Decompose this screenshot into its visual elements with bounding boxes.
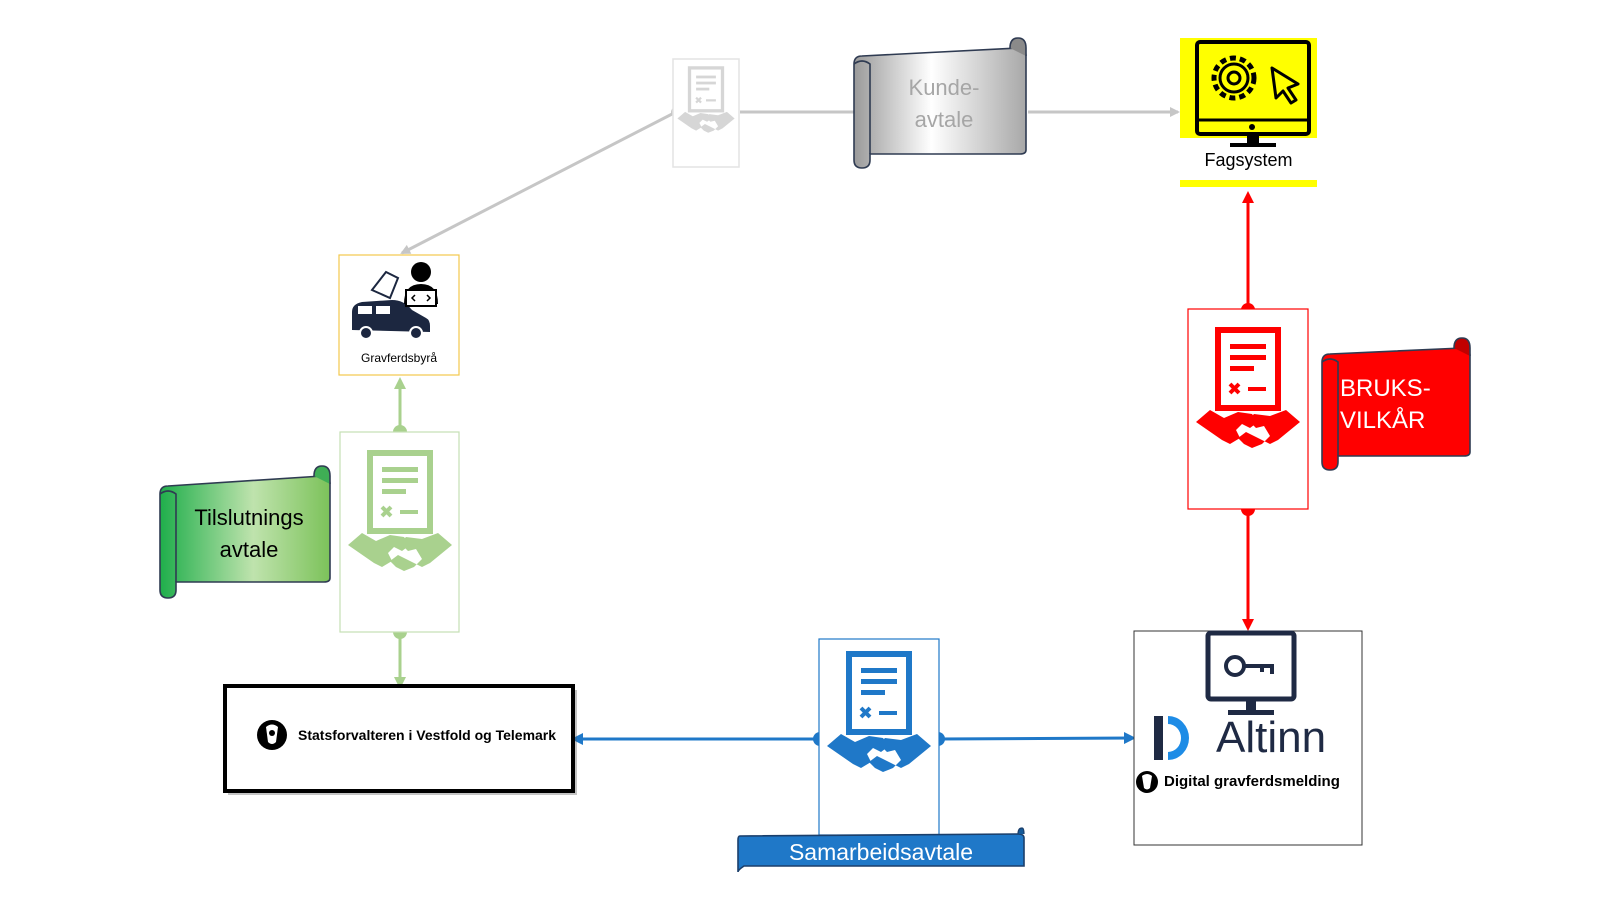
altinn-node [1133, 630, 1363, 846]
tilslutning-scroll [159, 465, 331, 599]
kundeavtale-label-line1: Kunde- [908, 75, 980, 100]
bruksvilkar-label: BRUKS- VILKÅR [1340, 373, 1444, 437]
hearse-icon [352, 270, 430, 340]
kundeavtale-scroll [853, 37, 1027, 169]
tilslutning-label-line1: Tilslutnings [194, 505, 304, 530]
altinn-service-label: Digital gravferdsmelding [1164, 773, 1340, 790]
samarbeid-scroll [737, 827, 1025, 873]
altinn-logo-icon [1154, 716, 1189, 760]
key-monitor-icon [1205, 630, 1297, 715]
bruksvilkar-label-line2: VILKÅR [1340, 407, 1426, 434]
samarbeid-contract-icon [818, 638, 940, 836]
kundeavtale-label-line2: avtale [914, 107, 974, 132]
coat-of-arms-icon [257, 720, 287, 750]
tilslutning-label: Tilslutnings avtale [178, 502, 320, 566]
statsforvalteren-node [223, 684, 577, 795]
fagsystem-label: Fagsystem [1204, 150, 1293, 170]
altinn-brand-label: Altinn [1216, 713, 1327, 762]
gravferdsbyra-node [338, 254, 460, 376]
tilslutning-contract-icon [339, 431, 460, 633]
fagsystem-node [1180, 38, 1317, 187]
bruksvilkar-label-line1: BRUKS- [1340, 375, 1431, 402]
kundeavtale-line-left [400, 110, 677, 255]
coder-icon [404, 262, 438, 307]
bruksvilkar-scroll [1321, 337, 1471, 471]
samarbeid-label: Samarbeidsavtale [788, 839, 974, 865]
samarbeid-line-right [937, 732, 1136, 745]
coat-of-arms-icon [1136, 771, 1158, 793]
kundeavtale-label: Kunde- avtale [872, 72, 1016, 136]
gravferdsbyra-label: Gravferdsbyrå [360, 351, 438, 365]
bruksvilkar-contract-icon [1187, 308, 1309, 510]
tilslutning-label-line2: avtale [219, 537, 279, 562]
statsforvalteren-label: Statsforvalteren i Vestfold og Telemark [298, 727, 557, 743]
kundeavtale-contract-icon [672, 58, 740, 168]
gear-monitor-icon [1195, 40, 1311, 147]
